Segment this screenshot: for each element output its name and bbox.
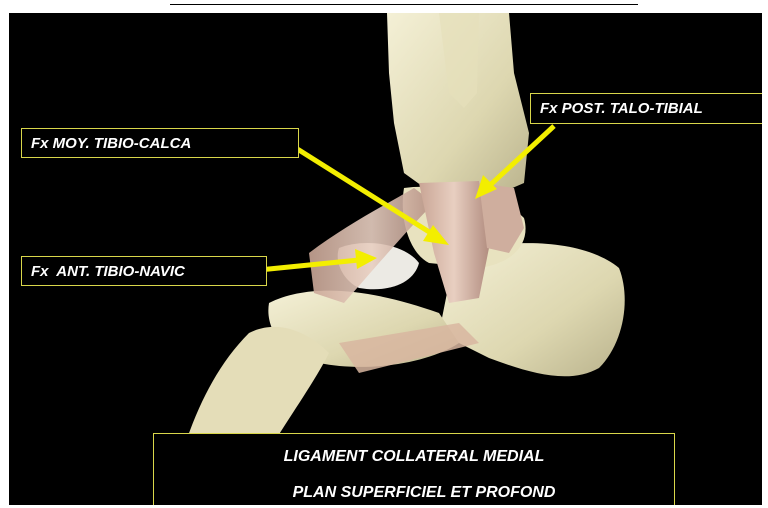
- arrow-icon: [259, 260, 359, 270]
- caption-line-2: PLAN SUPERFICIEL ET PROFOND: [164, 484, 684, 502]
- caption-line-1: LIGAMENT COLLATERAL MEDIAL: [154, 448, 674, 466]
- label-moyen: Fx MOY. TIBIO-CALCA: [21, 128, 299, 158]
- label-anterieur-text: Fx ANT. TIBIO-NAVIC: [31, 264, 185, 279]
- arrow-icon: [487, 126, 554, 188]
- arrow-icon: [355, 249, 377, 269]
- caption-box: LIGAMENT COLLATERAL MEDIAL PLAN SUPERFIC…: [153, 433, 675, 505]
- label-posterieur-text: Fx POST. TALO-TIBIAL: [540, 101, 703, 116]
- label-moyen-text: Fx MOY. TIBIO-CALCA: [31, 136, 191, 151]
- anatomy-figure: Fx MOY. TIBIO-CALCA Fx POST. TALO-TIBIAL…: [9, 13, 762, 505]
- arrow-icon: [291, 145, 434, 235]
- label-anterieur: Fx ANT. TIBIO-NAVIC: [21, 256, 267, 286]
- slide-top-line: [170, 4, 638, 5]
- label-posterieur: Fx POST. TALO-TIBIAL: [530, 93, 762, 124]
